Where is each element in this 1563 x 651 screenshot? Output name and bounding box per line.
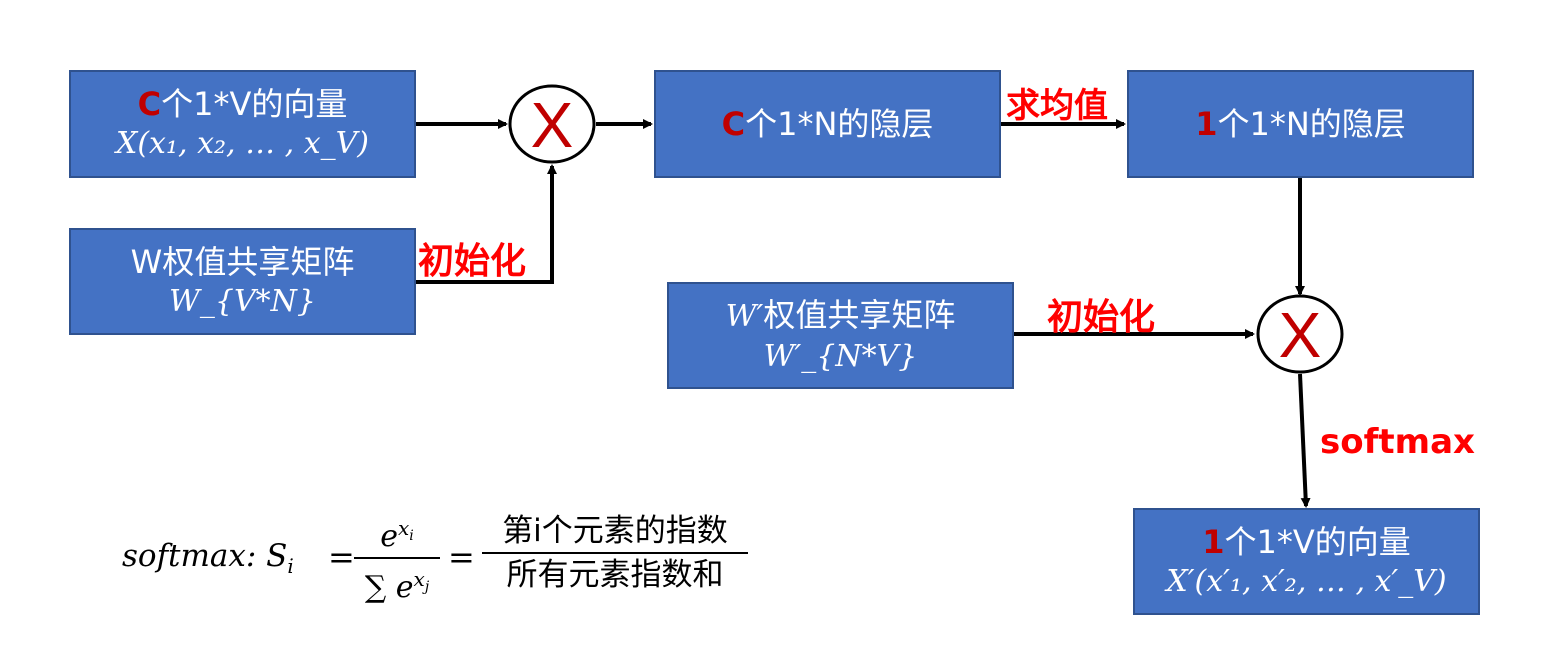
hidden-c-box: C个1*N的隐层 bbox=[654, 70, 1001, 178]
formula-cn-fraction: 第i个元素的指数 所有元素指数和 bbox=[482, 510, 748, 596]
label-softmax: softmax bbox=[1320, 422, 1475, 462]
arrow-weight-to-multiply bbox=[416, 164, 557, 284]
label-init-2: 初始化 bbox=[1047, 297, 1156, 338]
box-math: X′(x′₁, x′₂, … , x′_V) bbox=[1166, 563, 1447, 599]
box-math: X(x₁, x₂, … , x_V) bbox=[116, 126, 369, 161]
formula-eq-1: = bbox=[328, 538, 355, 576]
weight-matrix-box: W权值共享矩阵 W_{V*N} bbox=[69, 228, 416, 335]
formula-denominator: ∑ exj bbox=[364, 567, 430, 605]
box-title: C个1*V的向量 bbox=[137, 85, 348, 123]
box-title: W权值共享矩阵 bbox=[130, 242, 355, 281]
label-mean: 求均值 bbox=[1006, 86, 1108, 126]
formula-cn-numerator: 第i个元素的指数 bbox=[502, 513, 728, 549]
input-vector-box: C个1*V的向量 X(x₁, x₂, … , x_V) bbox=[69, 70, 416, 178]
formula-fraction: exi ∑ exj bbox=[354, 508, 440, 608]
formula-numerator: exi bbox=[380, 516, 414, 554]
multiply-symbol: X bbox=[1279, 299, 1322, 371]
formula-left: softmax: Si bbox=[122, 538, 294, 579]
softmax-formula: softmax: Si = exi ∑ exj = 第i个元素的指数 所有元素指… bbox=[122, 508, 762, 608]
box-math: W′_{N*V} bbox=[763, 338, 918, 374]
box-title: C个1*N的隐层 bbox=[721, 105, 934, 143]
label-init-1: 初始化 bbox=[418, 241, 527, 282]
arrow-softmax bbox=[1298, 373, 1311, 508]
weight2-matrix-box: W′权值共享矩阵 W′_{N*V} bbox=[667, 282, 1014, 389]
multiply-node-2: X bbox=[1256, 294, 1344, 374]
multiply-symbol: X bbox=[531, 89, 574, 161]
output-vector-box: 1个1*V的向量 X′(x′₁, x′₂, … , x′_V) bbox=[1133, 508, 1480, 615]
hidden-1-box: 1个1*N的隐层 bbox=[1127, 70, 1474, 178]
formula-cn-denominator: 所有元素指数和 bbox=[506, 557, 724, 593]
box-math: W_{V*N} bbox=[169, 283, 316, 319]
box-title: W′权值共享矩阵 bbox=[725, 295, 956, 334]
formula-eq-2: = bbox=[448, 538, 475, 576]
multiply-node-1: X bbox=[508, 84, 596, 164]
box-title: 1个1*V的向量 bbox=[1202, 522, 1411, 561]
box-title: 1个1*N的隐层 bbox=[1195, 105, 1406, 143]
